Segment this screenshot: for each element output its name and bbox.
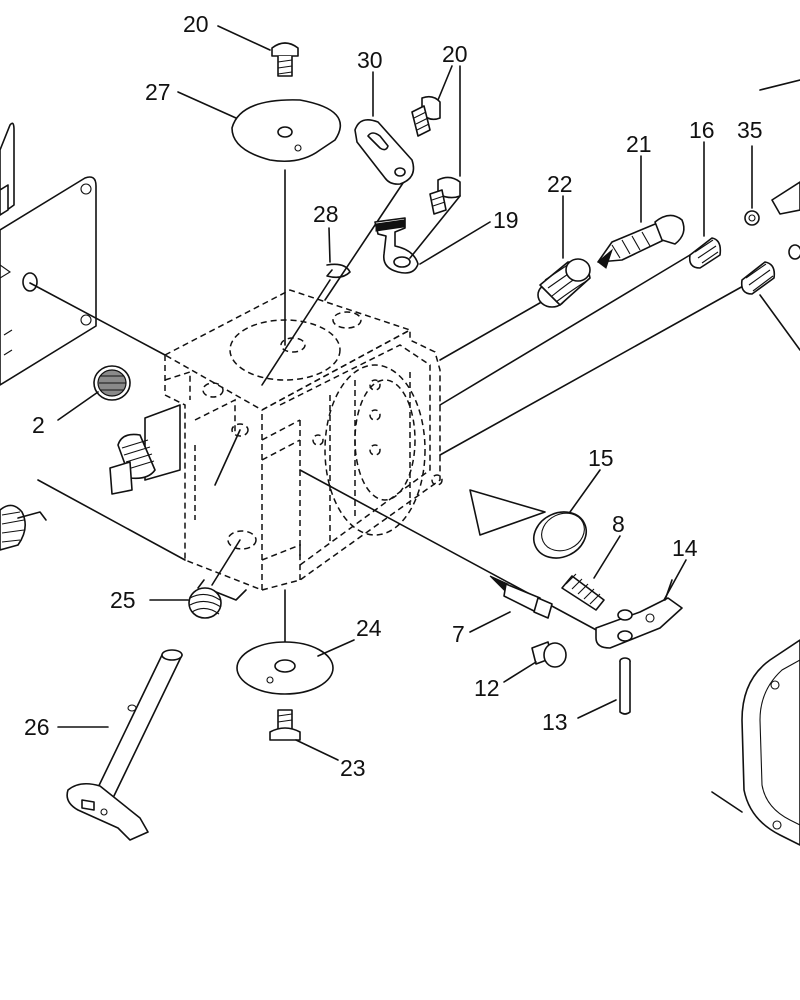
disc-24 — [236, 641, 334, 695]
callout-20-right: 20 — [442, 41, 468, 67]
callout-20-top: 20 — [183, 11, 209, 37]
screw-12 — [531, 641, 567, 668]
callout-15: 15 — [588, 445, 614, 471]
link-plate-30 — [354, 119, 415, 185]
diaphragm-disc-27 — [231, 99, 341, 163]
callout-26: 26 — [24, 714, 50, 740]
spring-lower-right — [740, 261, 776, 295]
lever-19 — [374, 217, 419, 274]
screw-20-lower — [429, 176, 461, 215]
callout-leaders — [57, 25, 800, 761]
pin-13 — [619, 657, 631, 715]
callout-14: 14 — [672, 535, 698, 561]
screw-23 — [269, 709, 301, 741]
torsion-spring-25 — [188, 579, 247, 619]
carburetor-body — [163, 289, 443, 592]
callout-30: 30 — [357, 47, 383, 73]
spring-22 — [537, 258, 591, 308]
inlet-fitting — [109, 404, 181, 495]
callout-2: 2 — [32, 412, 45, 438]
needle-valve-7 — [489, 575, 553, 619]
callout-16: 16 — [689, 117, 715, 143]
needle-right-edge — [771, 181, 800, 260]
lever-14 — [595, 579, 683, 649]
callout-27: 27 — [145, 79, 171, 105]
screw-20-upper — [411, 95, 441, 137]
right-gasket — [711, 639, 800, 846]
needle-screw-21 — [597, 214, 685, 269]
callout-28: 28 — [313, 201, 339, 227]
leader-lines — [29, 169, 800, 661]
spring-left-edge — [0, 504, 47, 551]
callout-labels: 20 27 30 20 21 16 35 22 28 19 2 15 8 14 … — [24, 11, 763, 781]
callout-13: 13 — [542, 709, 568, 735]
callout-7: 7 — [452, 621, 465, 647]
callout-21: 21 — [626, 131, 652, 157]
callout-25: 25 — [110, 587, 136, 613]
callout-24: 24 — [356, 615, 382, 641]
callout-35: 35 — [737, 117, 763, 143]
welch-plug-15 — [533, 511, 587, 559]
left-gasket-plate — [0, 122, 97, 386]
throttle-shaft-26 — [66, 649, 183, 841]
callout-12: 12 — [474, 675, 500, 701]
spring-16 — [688, 237, 722, 269]
spring-8 — [561, 573, 605, 611]
callout-22: 22 — [547, 171, 573, 197]
callout-23: 23 — [340, 755, 366, 781]
callout-8: 8 — [612, 511, 625, 537]
washer-35 — [744, 210, 760, 226]
screw-20-top — [271, 42, 299, 77]
filter-screen-2 — [93, 365, 131, 401]
clip-ring-28 — [326, 263, 351, 279]
callout-19: 19 — [493, 207, 519, 233]
